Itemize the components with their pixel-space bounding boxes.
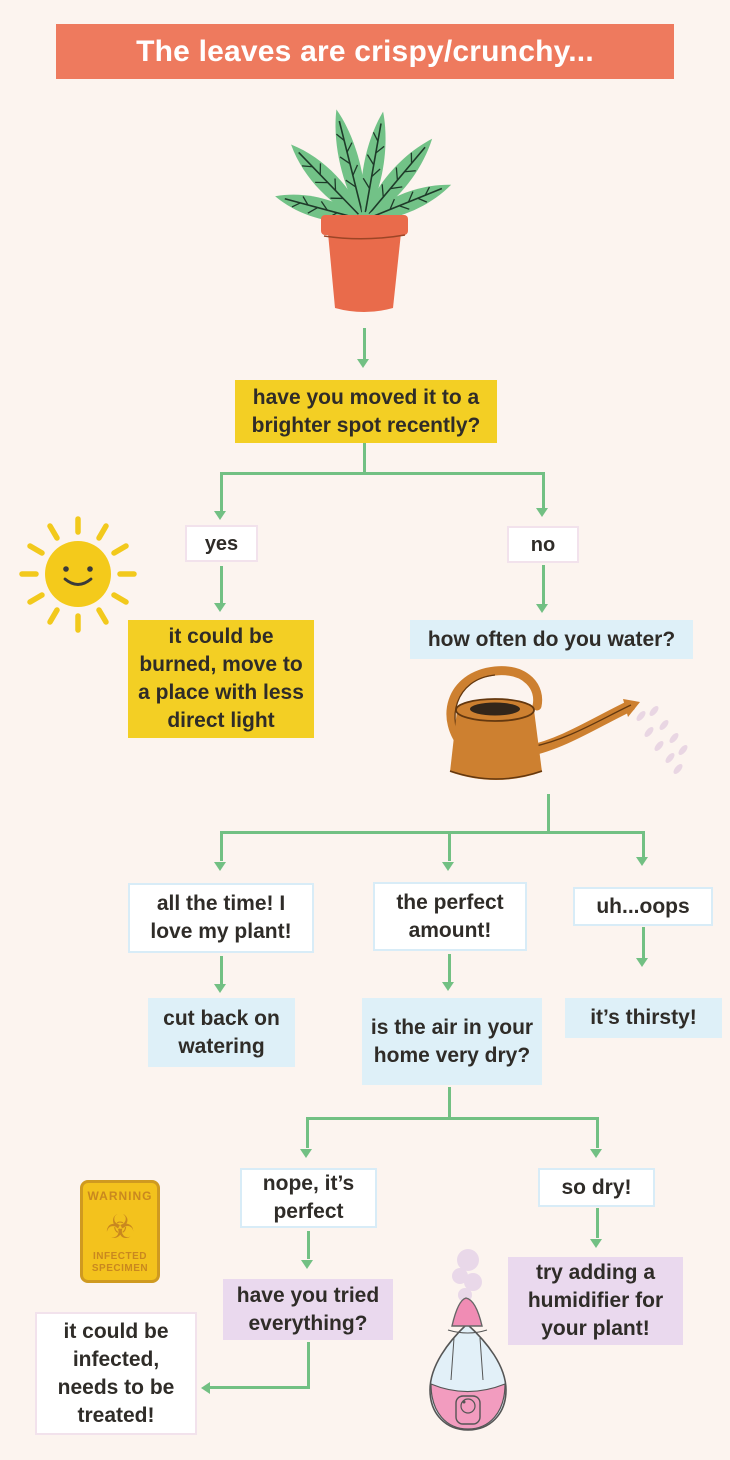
connector-arrowhead xyxy=(357,359,369,368)
connector-line xyxy=(363,443,366,474)
smiling-sun-illustration xyxy=(19,516,137,633)
connector-line xyxy=(220,566,223,603)
connector-arrowhead xyxy=(214,984,226,993)
node-answer-oops: uh...oops xyxy=(573,887,713,926)
connector-line xyxy=(220,831,645,834)
warning-sign: WARNING ☣ INFECTED SPECIMEN xyxy=(80,1180,160,1283)
connector-line xyxy=(363,328,366,360)
connector-line xyxy=(307,1342,310,1388)
node-result-cut-back: cut back on watering xyxy=(148,998,295,1067)
connector-arrowhead xyxy=(536,604,548,613)
connector-line xyxy=(220,472,545,475)
connector-line xyxy=(220,473,223,511)
potted-plant-illustration xyxy=(275,109,452,312)
connector-line xyxy=(448,954,451,982)
connector-line xyxy=(210,1386,310,1389)
node-answer-all-the-time: all the time! I love my plant! xyxy=(128,883,314,953)
watering-can-illustration xyxy=(446,666,688,780)
node-answer-so-dry: so dry! xyxy=(538,1168,655,1207)
connector-line xyxy=(642,927,645,958)
connector-arrowhead xyxy=(636,958,648,967)
humidifier-illustration xyxy=(429,1249,507,1431)
node-result-add-humidifier: try adding a humidifier for your plant! xyxy=(508,1257,683,1345)
connector-arrowhead xyxy=(590,1149,602,1158)
node-question-dry-air: is the air in your home very dry? xyxy=(362,998,542,1085)
node-answer-no: no xyxy=(507,526,579,563)
node-question-tried-everything: have you tried everything? xyxy=(223,1279,393,1340)
connector-line xyxy=(448,833,451,861)
page-title: The leaves are crispy/crunchy... xyxy=(56,24,674,79)
node-answer-nope-perfect: nope, it’s perfect xyxy=(240,1168,377,1228)
connector-arrowhead xyxy=(214,511,226,520)
connector-line xyxy=(542,565,545,604)
connector-line xyxy=(220,956,223,984)
connector-arrowhead xyxy=(536,508,548,517)
node-result-thirsty: it’s thirsty! xyxy=(565,998,722,1038)
water-droplets xyxy=(636,706,688,774)
mist-puffs xyxy=(452,1249,482,1302)
node-question-brighter-spot: have you moved it to a brighter spot rec… xyxy=(235,380,497,443)
connector-line xyxy=(306,1119,309,1148)
connector-arrowhead xyxy=(590,1239,602,1248)
connector-arrowhead xyxy=(214,862,226,871)
connector-arrowhead xyxy=(442,862,454,871)
connector-arrowhead xyxy=(301,1260,313,1269)
connector-arrowhead xyxy=(636,857,648,866)
connector-arrowhead xyxy=(214,603,226,612)
connector-line xyxy=(596,1119,599,1148)
connector-line xyxy=(307,1231,310,1259)
node-question-water-frequency: how often do you water? xyxy=(410,620,693,659)
connector-arrowhead xyxy=(300,1149,312,1158)
connector-line xyxy=(448,1087,451,1119)
connector-line xyxy=(220,833,223,861)
connector-arrowhead xyxy=(201,1382,210,1394)
biohazard-icon: ☣ xyxy=(105,1207,135,1246)
plant-leaves xyxy=(275,109,452,223)
node-result-burned: it could be burned, move to a place with… xyxy=(128,620,314,738)
connector-line xyxy=(542,473,545,508)
node-answer-perfect-amount: the perfect amount! xyxy=(373,882,527,951)
warning-subtitle-line2: SPECIMEN xyxy=(91,1263,149,1274)
connector-line xyxy=(547,794,550,833)
connector-arrowhead xyxy=(442,982,454,991)
node-answer-yes: yes xyxy=(185,525,258,562)
connector-line xyxy=(596,1208,599,1238)
connector-line xyxy=(642,833,645,857)
warning-subtitle: INFECTED SPECIMEN xyxy=(92,1251,148,1275)
warning-subtitle-line1: INFECTED xyxy=(92,1251,147,1262)
warning-title: WARNING xyxy=(87,1189,153,1203)
plant-pot xyxy=(321,215,408,312)
connector-line xyxy=(306,1117,599,1120)
node-result-infected: it could be infected, needs to be treate… xyxy=(35,1312,197,1435)
